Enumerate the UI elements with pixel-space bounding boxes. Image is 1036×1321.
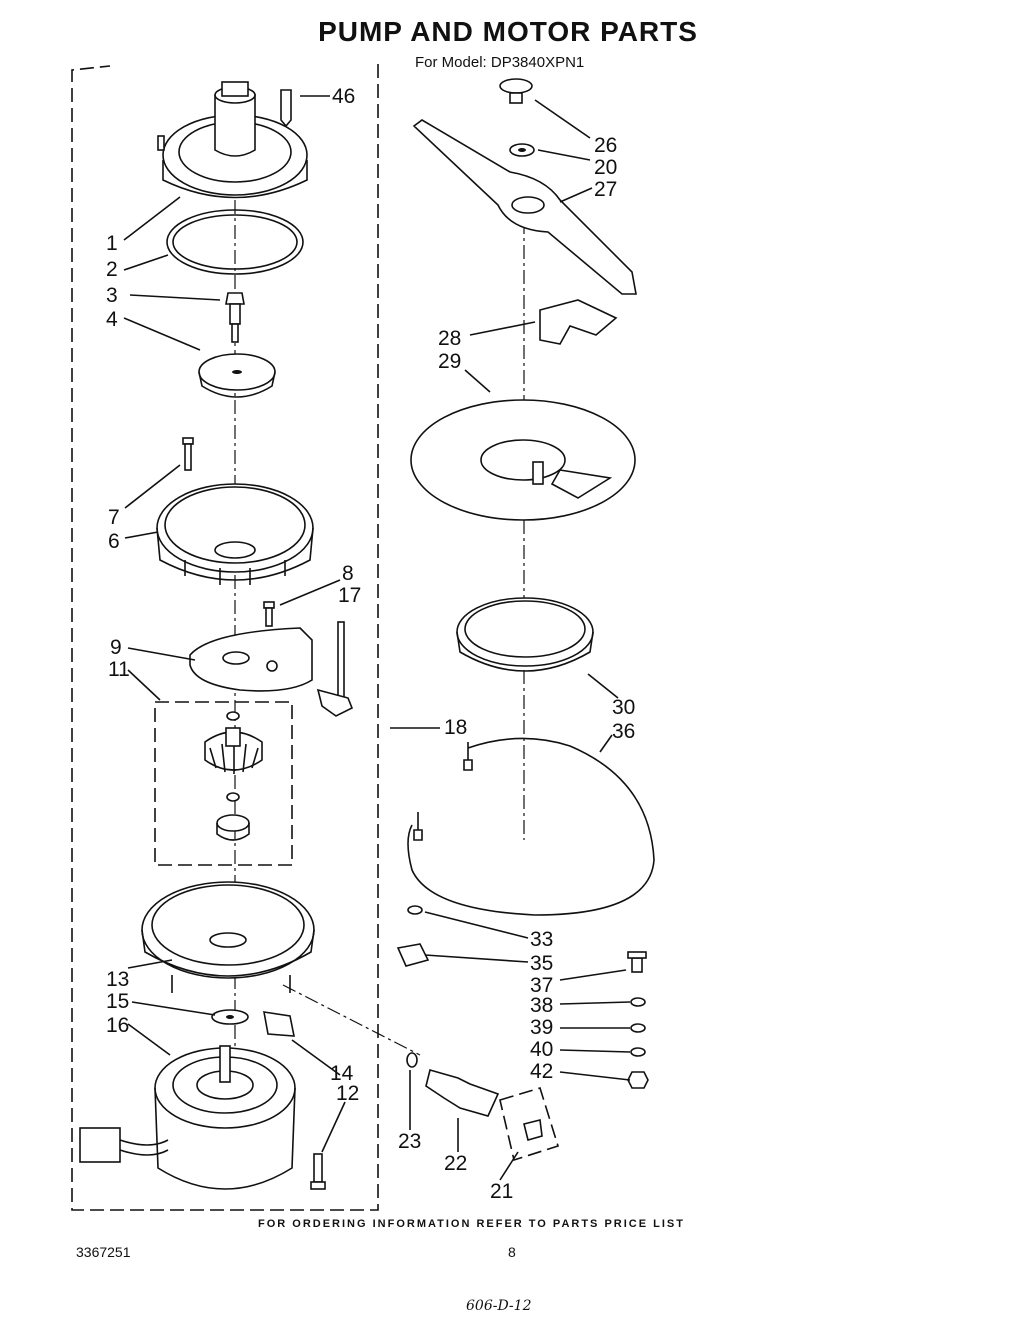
part-40-washer [630,1047,646,1057]
part-21-bracket [499,1087,559,1162]
callout-14: 14 [330,1062,354,1085]
callout-13: 13 [106,968,129,991]
part-2-seal-ring [166,209,304,275]
callout-15: 15 [106,990,129,1013]
callout-39: 39 [530,1016,553,1039]
part-20-washer [509,143,535,157]
leader-lines [123,95,631,1181]
part-9-plate [189,627,354,717]
part-28-bracket [539,299,618,345]
callout-2: 2 [106,258,118,281]
callout-3: 3 [106,284,118,307]
callout-28: 28 [438,327,461,350]
part-17-rod [337,621,345,701]
callout-23: 23 [398,1130,421,1153]
part-12-screw [310,1153,326,1190]
part-30-collar [456,597,594,672]
callout-29: 29 [438,350,461,373]
handwritten-note: 606-D-12 [466,1298,532,1314]
part-26-cap [499,78,533,104]
part-37-screw [627,951,647,973]
callout-8: 8 [342,562,354,585]
part-33-washer [407,905,423,915]
part-29-filter-screen [410,399,636,521]
callout-17: 17 [338,584,361,607]
callout-27: 27 [594,178,617,201]
callout-21: 21 [490,1180,513,1203]
callout-7: 7 [108,506,120,529]
part-1-pump-housing [157,81,308,199]
callout-26: 26 [594,134,617,157]
callout-38: 38 [530,994,553,1017]
callout-35: 35 [530,952,553,975]
callout-37: 37 [530,974,553,997]
part-16-motor [79,1045,296,1190]
callout-12: 12 [336,1082,359,1105]
part-11-impeller [204,711,263,841]
part-7-screw [182,437,194,471]
callout-46: 46 [332,85,355,108]
callout-42: 42 [530,1060,553,1083]
part-15-washer [211,1009,249,1025]
part-6-guard [156,483,314,585]
part-39-washer [630,1023,646,1033]
document-number: 3367251 [76,1244,131,1260]
page-title: PUMP AND MOTOR PARTS [318,16,698,47]
part-42-nut [627,1071,649,1089]
part-27-spray-arm [412,119,637,295]
part-13-mount-plate [141,881,315,993]
part-4-cup [198,353,276,398]
callout-33: 33 [530,928,553,951]
callout-20: 20 [594,156,617,179]
part-38-washer [630,997,646,1007]
callout-1: 1 [106,232,118,255]
page-number: 8 [508,1244,516,1260]
callout-11: 11 [108,658,130,681]
part-22-connector [425,1069,500,1117]
callout-6: 6 [108,530,120,553]
drain-axis [282,984,421,1056]
callout-30: 30 [612,696,635,719]
part-35-clip [396,943,430,967]
callout-22: 22 [444,1152,467,1175]
callout-9: 9 [110,636,122,659]
callout-40: 40 [530,1038,553,1061]
ordering-info-footer: FOR ORDERING INFORMATION REFER TO PARTS … [258,1218,685,1230]
part-14-block [263,1011,295,1037]
callout-labels: 46 26 20 27 1 2 3 4 28 29 7 6 8 17 9 11 … [106,85,635,1203]
part-8-screw [263,601,275,627]
callout-16: 16 [106,1014,129,1037]
part-36-heater [407,737,655,916]
model-label: For Model: DP3840XPN1 [415,54,585,71]
part-46-clip [280,89,292,128]
part-23-o-ring [406,1052,418,1068]
callout-18: 18 [444,716,467,739]
callout-36: 36 [612,720,635,743]
part-3-stud [225,292,245,343]
left-assembly-frame [71,64,379,1211]
callout-4: 4 [106,308,118,331]
